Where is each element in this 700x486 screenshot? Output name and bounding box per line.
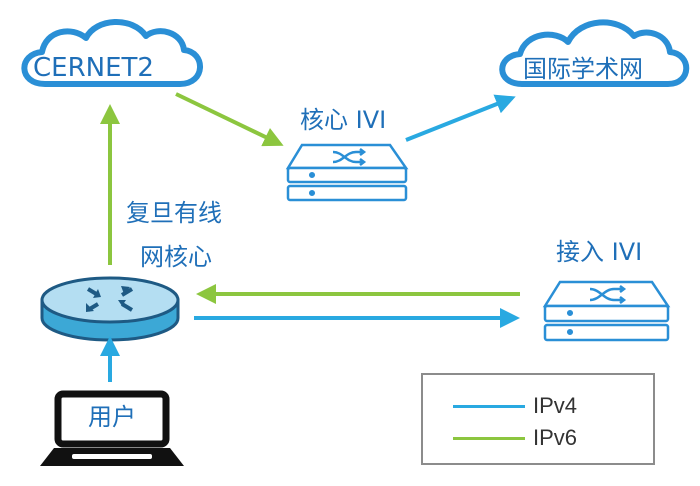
label-user: 用户	[88, 403, 136, 431]
label-campus-core-line1: 复旦有线	[126, 199, 222, 227]
cloud-icon-intl-net	[499, 19, 690, 87]
legend-item-ipv4: IPv4	[453, 393, 577, 419]
edge-core-ivi-to-intl-net	[405, 94, 516, 142]
switch-icon-access-ivi	[542, 280, 671, 342]
label-core-ivi: 核心 IVI	[300, 106, 387, 134]
legend-swatch-ipv4	[453, 404, 525, 408]
legend-swatch-ipv6	[453, 436, 525, 440]
label-access-ivi: 接入 IVI	[556, 238, 643, 266]
legend-label-ipv4: IPv4	[533, 393, 578, 418]
laptop-icon-user	[40, 390, 184, 466]
switch-icon-core-ivi	[285, 143, 409, 202]
cloud-icon-cernet2	[21, 19, 203, 87]
legend-label-ipv6: IPv6	[533, 425, 578, 450]
label-cernet2: CERNET2	[33, 53, 154, 83]
legend-item-ipv6: IPv6	[453, 425, 577, 451]
label-campus-core-line2: 网核心	[140, 243, 212, 271]
legend: IPv4 IPv6	[421, 373, 655, 465]
label-intl-net: 国际学术网	[523, 55, 643, 83]
router-icon-campus-core	[40, 276, 180, 342]
edge-cernet2-to-core-ivi	[175, 92, 284, 147]
